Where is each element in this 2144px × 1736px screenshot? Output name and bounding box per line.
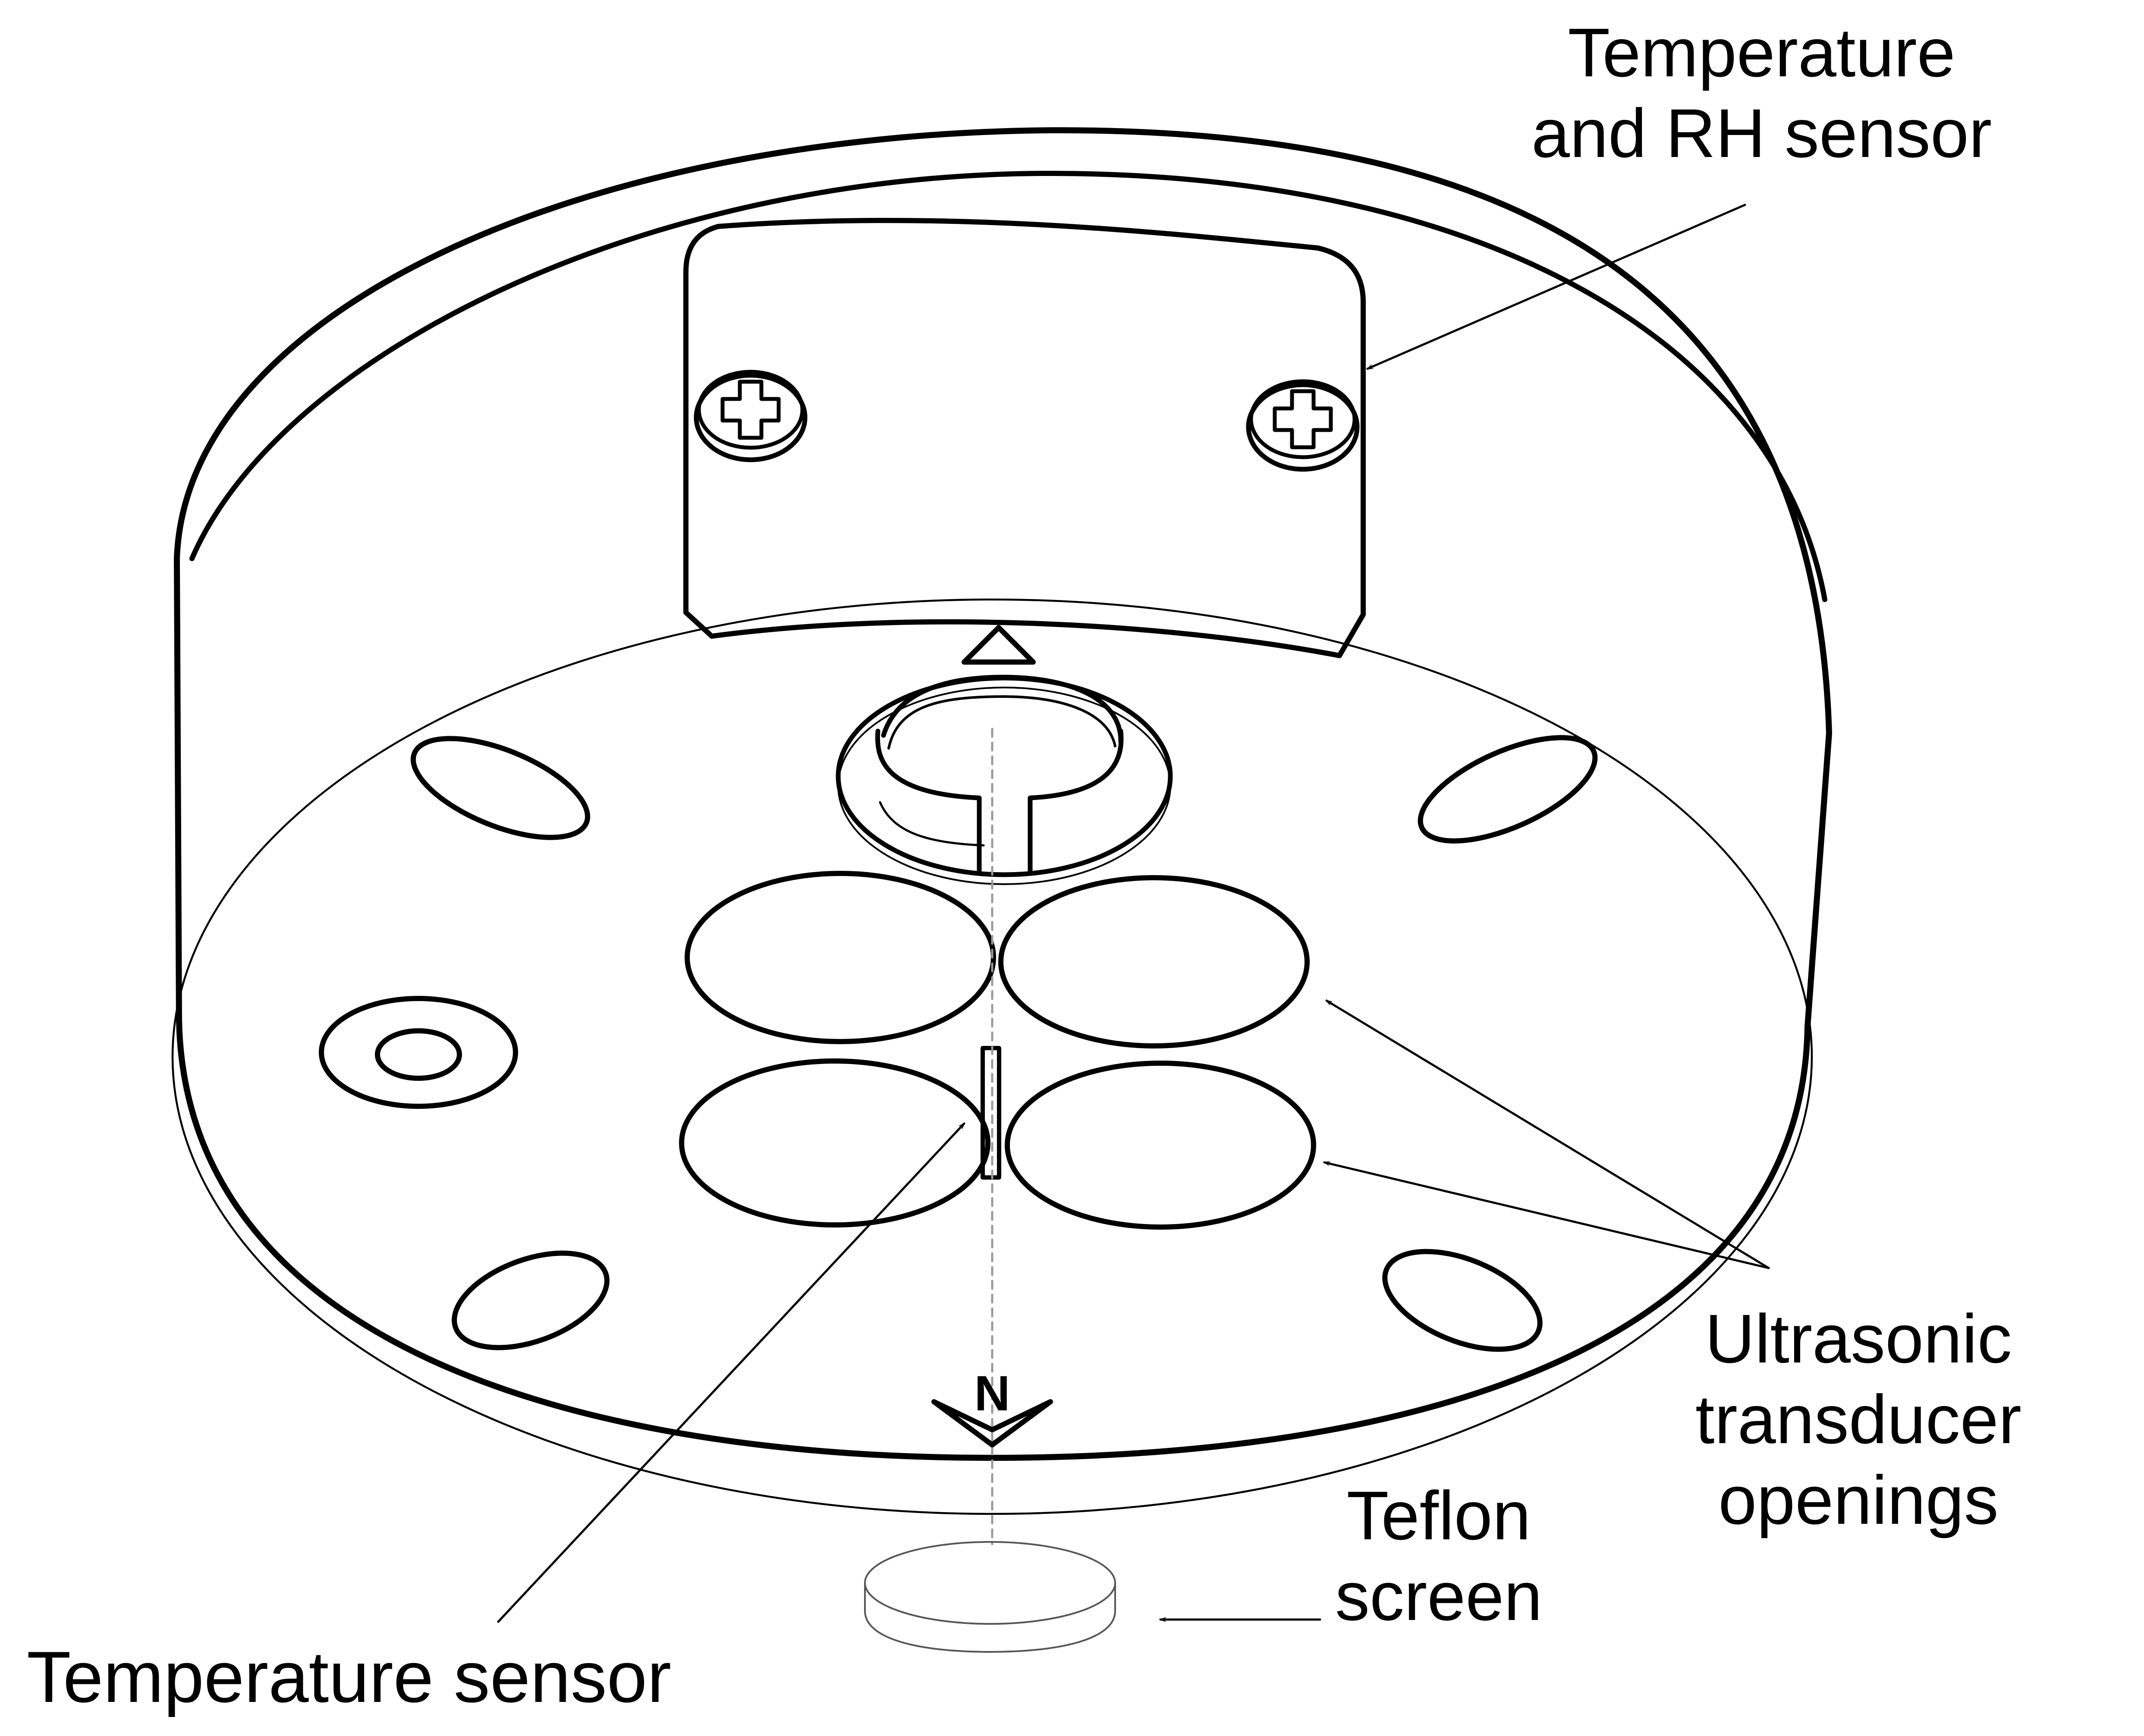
label-teflon-line-2: screen xyxy=(1335,1557,1543,1635)
transducer-opening-top-left xyxy=(685,871,996,1044)
north-arrow-icon xyxy=(931,1399,1053,1447)
leader-transducer-upper xyxy=(1327,999,1770,1269)
transducer-opening-bottom-right xyxy=(1005,1061,1316,1230)
label-ultrasonic-line-1: Ultrasonic xyxy=(1705,1300,2012,1377)
screw-left-icon xyxy=(694,370,808,462)
mounting-hole-top-left xyxy=(410,736,591,840)
label-ultrasonic-openings: Ultrasonic transducer openings xyxy=(1695,1298,2021,1541)
label-temp-rh-line-2: and RH sensor xyxy=(1531,94,1992,172)
center-socket xyxy=(836,675,1173,885)
north-marker-letter: N xyxy=(974,1366,1010,1421)
transducer-opening-top-right xyxy=(998,875,1310,1049)
top-triangle-marker xyxy=(962,625,1036,665)
mounting-hole-bottom-left xyxy=(452,1250,610,1350)
rh-sensor-bracket xyxy=(683,218,1366,658)
transducer-opening-bottom-left xyxy=(679,1058,990,1227)
teflon-screen-disc xyxy=(864,1541,1116,1653)
label-teflon-line-1: Teflon xyxy=(1346,1477,1531,1554)
housing-inner-rim xyxy=(189,170,1827,602)
label-teflon-screen: Teflon screen xyxy=(1335,1475,1542,1636)
bottom-face xyxy=(171,598,1813,1515)
label-temp-rh-sensor: Temperature and RH sensor xyxy=(1531,12,1992,173)
left-port xyxy=(319,996,518,1109)
label-ultrasonic-line-2: transducer xyxy=(1695,1381,2021,1458)
leader-temperature-sensor xyxy=(497,1122,965,1623)
mounting-hole-bottom-right xyxy=(1382,1249,1543,1352)
housing-outer-rim xyxy=(174,127,1832,1030)
mounting-hole-top-right xyxy=(1418,735,1598,844)
leader-transducer-lower xyxy=(1323,1162,1770,1269)
screw-right-icon xyxy=(1246,379,1360,472)
temperature-sensor-probe xyxy=(981,1046,1001,1180)
bottom-face-front-edge xyxy=(176,1017,1811,1461)
label-temperature-sensor: Temperature sensor xyxy=(27,1636,672,1717)
label-temp-rh-line-1: Temperature xyxy=(1568,14,1955,91)
label-ultrasonic-line-3: openings xyxy=(1718,1461,1999,1539)
leader-temp-rh xyxy=(1368,204,1746,370)
